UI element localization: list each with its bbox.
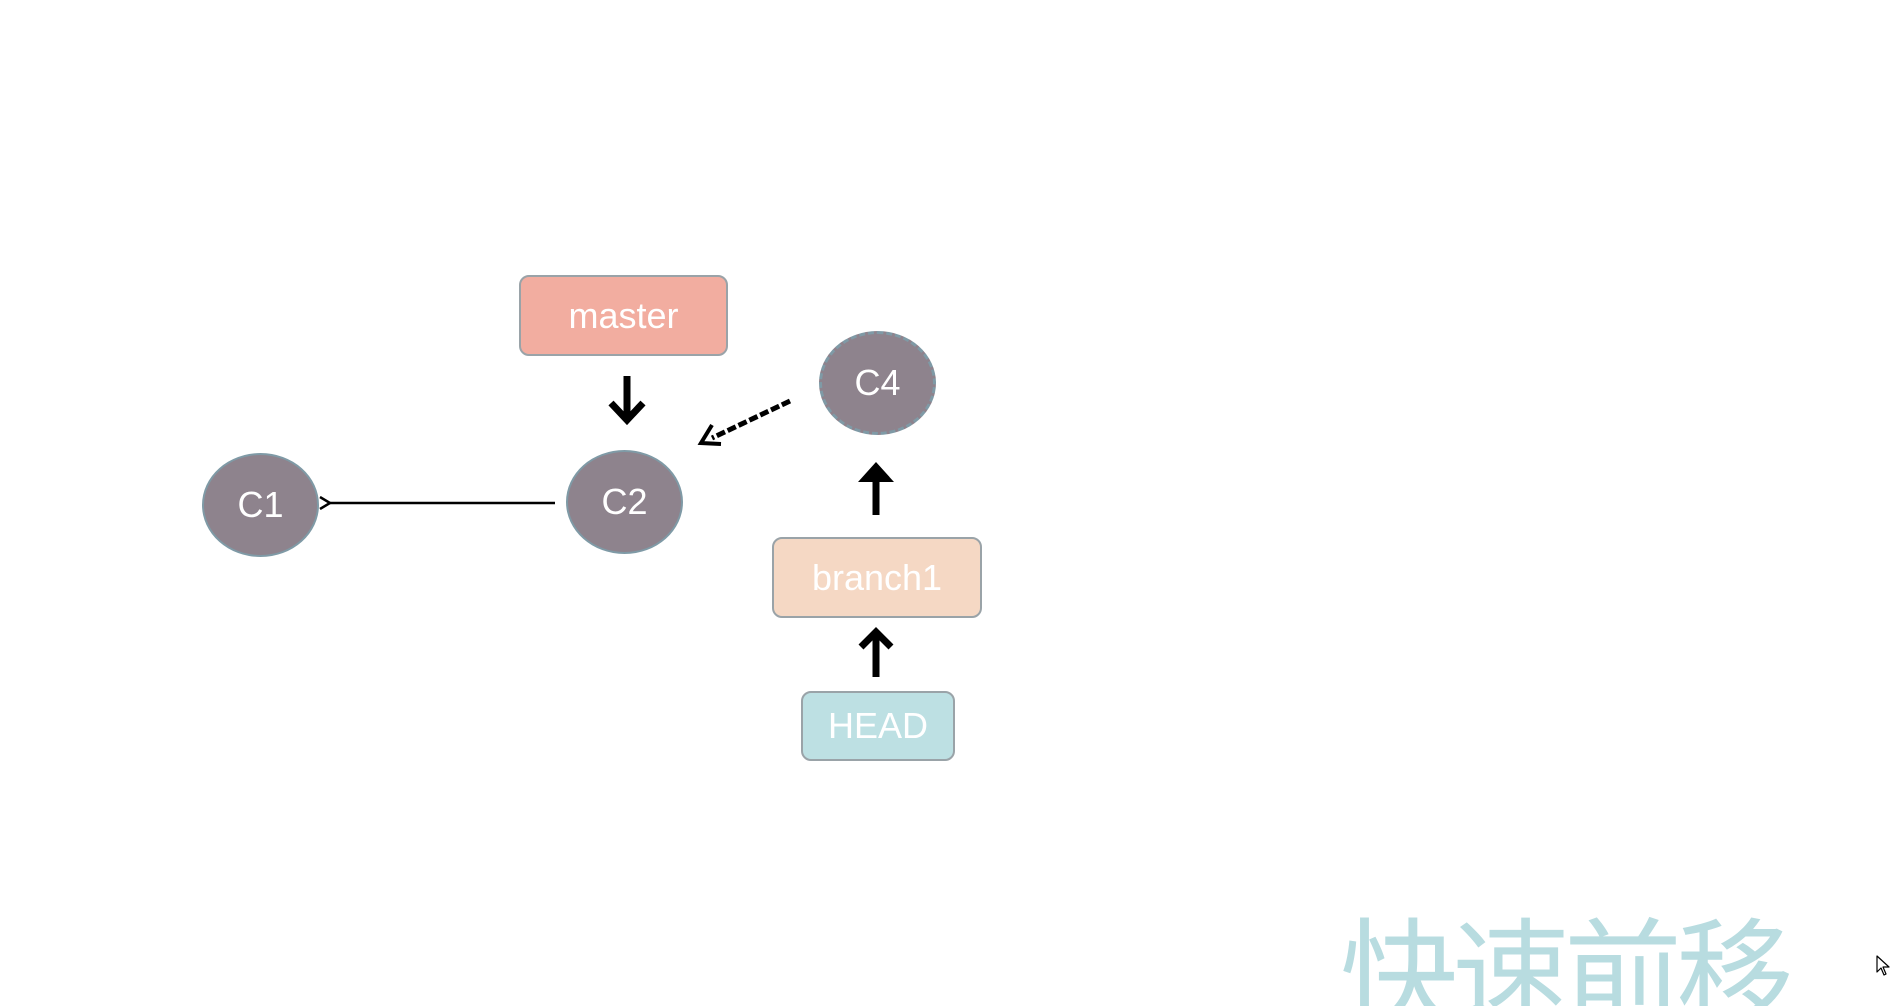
caption-text: 快速前移 — [1340, 907, 1794, 1006]
arrow-head-to-branch1 — [858, 627, 894, 677]
commit-c1-label: C1 — [237, 484, 284, 525]
commit-c1: C1 — [202, 453, 319, 557]
arrow-master-to-c2 — [608, 376, 646, 426]
commit-c4: C4 — [819, 331, 936, 435]
ref-master: master — [519, 275, 728, 356]
ref-master-label: master — [568, 294, 679, 336]
ref-branch1-label: branch1 — [811, 556, 943, 598]
commit-c2-label: C2 — [601, 481, 648, 522]
arrow-c4-to-c2 — [697, 398, 792, 446]
mouse-pointer-icon — [1876, 955, 1890, 976]
ref-head: HEAD — [801, 691, 955, 761]
commit-c4-label: C4 — [854, 362, 901, 403]
commit-c2: C2 — [566, 450, 683, 554]
ref-head-label: HEAD — [827, 705, 929, 746]
arrow-branch1-to-c4 — [858, 462, 894, 515]
ref-branch1: branch1 — [772, 537, 982, 618]
